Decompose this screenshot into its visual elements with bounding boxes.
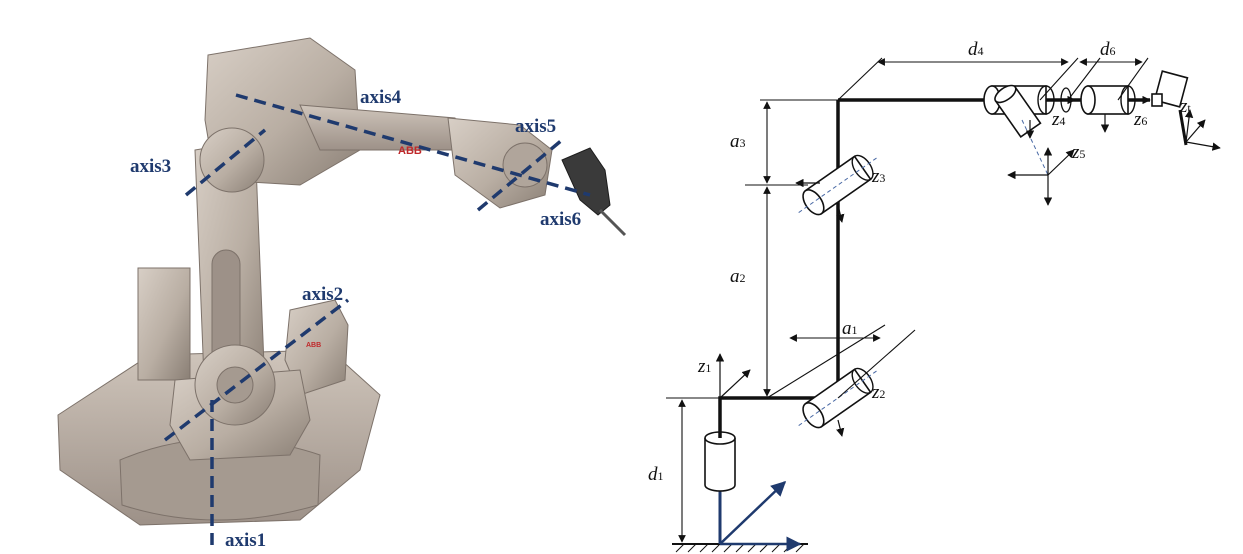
a3-label: a3 xyxy=(730,131,746,152)
zt-frame-up xyxy=(1184,109,1194,143)
base-diag-vector xyxy=(719,480,787,545)
x1-arrow xyxy=(719,369,751,399)
robot-motor-box xyxy=(137,267,191,381)
d4-ext-left xyxy=(837,57,883,101)
d6-label: d6 xyxy=(1100,39,1116,60)
z6-label: z6 xyxy=(1133,109,1147,130)
axis4-label: axis4 xyxy=(360,87,402,108)
joint4-end-ring xyxy=(1060,87,1072,113)
tool-end-effector xyxy=(1151,70,1189,146)
robot-tool-tip xyxy=(598,208,627,237)
zt-label: zt xyxy=(1179,96,1191,117)
robot-joint5 xyxy=(502,142,548,188)
axis3-line xyxy=(184,128,267,197)
zt-frame-right xyxy=(1185,141,1221,151)
z2-label: z2 xyxy=(871,382,885,403)
robot-joint2-cap xyxy=(216,366,254,404)
z3-label: z3 xyxy=(871,166,885,187)
d4-ext-right xyxy=(1039,57,1079,101)
robot-photo: ABB ABB axis1 axis2 axis3 axis4 axis5 ax… xyxy=(57,37,627,551)
axis5-label: axis5 xyxy=(515,116,556,137)
z3-rotation-arrow xyxy=(836,204,845,223)
z5-frame-diag xyxy=(1047,149,1075,176)
z5-label: z5 xyxy=(1071,142,1085,163)
a1-label: a1 xyxy=(842,318,858,339)
axis3-label: axis3 xyxy=(130,156,171,177)
z1-label: z1 xyxy=(697,356,711,377)
robot-forearm xyxy=(299,104,471,151)
kinematic-schematic: d1 a1 a2 a3 d4 d6 z1 z2 z3 z4 z5 z6 zt xyxy=(648,39,1221,553)
d4-label: d4 xyxy=(968,39,984,60)
robot-joint3 xyxy=(199,127,265,193)
a2-label: a2 xyxy=(730,266,746,287)
joint6-cylinder xyxy=(1080,85,1136,115)
robot-brand-small: ABB xyxy=(306,342,321,349)
joint1-cylinder xyxy=(704,438,736,492)
axis6-label: axis6 xyxy=(540,209,581,230)
robot-tool xyxy=(561,147,611,216)
axis1-label: axis1 xyxy=(225,530,266,551)
joint5-dashed-axis xyxy=(1021,119,1049,176)
axis2-line xyxy=(163,298,350,442)
d1-label: d1 xyxy=(648,464,664,485)
z4-label: z4 xyxy=(1051,109,1065,130)
zt-frame-diag xyxy=(1185,119,1206,143)
z2-rotation-arrow xyxy=(836,419,845,437)
axis2-label: axis2 xyxy=(302,284,343,305)
a1-ext-right xyxy=(837,329,916,399)
joint5-cylinder xyxy=(994,84,1042,139)
robot-brand: ABB xyxy=(398,145,422,157)
axis4-line xyxy=(235,93,591,197)
joint3-cylinder xyxy=(798,154,877,216)
d6-ext-right xyxy=(1117,57,1149,101)
